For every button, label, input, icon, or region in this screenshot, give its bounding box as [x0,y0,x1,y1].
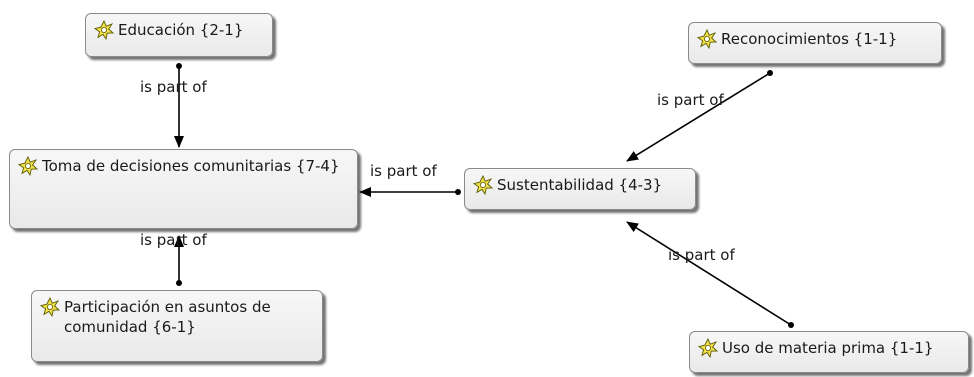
node-educacion[interactable]: Educación {2-1} [85,13,273,57]
node-toma-de-decisiones[interactable]: Toma de decisiones comunitarias {7-4} [9,149,358,229]
edge-educacion-toma[interactable] [174,63,184,148]
node-participacion[interactable]: Participación en asuntos de comunidad {6… [31,290,323,362]
node-label: Educación {2-1} [118,21,244,39]
edge-label-materia-sustentabilidad: is part of [668,246,735,264]
node-label: Uso de materia prima {1-1} [722,339,934,357]
edge-sustentabilidad-toma[interactable] [359,187,461,197]
edge-label-sustentabilidad-toma: is part of [370,162,437,180]
node-label: Reconocimientos {1-1} [721,30,898,48]
edge-participacion-toma[interactable] [174,235,184,286]
node-label: Participación en asuntos de comunidad {6… [64,298,271,336]
edge-label-reconocimientos-sustentabilidad: is part of [657,91,724,109]
node-sustentabilidad[interactable]: Sustentabilidad {4-3} [464,168,696,210]
edge-label-educacion-toma: is part of [140,78,207,96]
code-node-icon [473,175,493,195]
node-label: Toma de decisiones comunitarias {7-4} [42,157,340,175]
edge-reconocimientos-sustentabilidad[interactable] [626,70,773,162]
node-reconocimientos[interactable]: Reconocimientos {1-1} [688,22,942,64]
code-node-icon [40,297,60,317]
node-label: Sustentabilidad {4-3} [497,176,663,194]
code-node-icon [697,29,717,49]
node-uso-de-materia-prima[interactable]: Uso de materia prima {1-1} [689,331,969,373]
code-node-icon [698,338,718,358]
code-node-icon [94,20,114,40]
edge-label-participacion-toma: is part of [140,231,207,249]
edge-materia-sustentabilidad[interactable] [626,221,794,328]
code-node-icon [18,156,38,176]
